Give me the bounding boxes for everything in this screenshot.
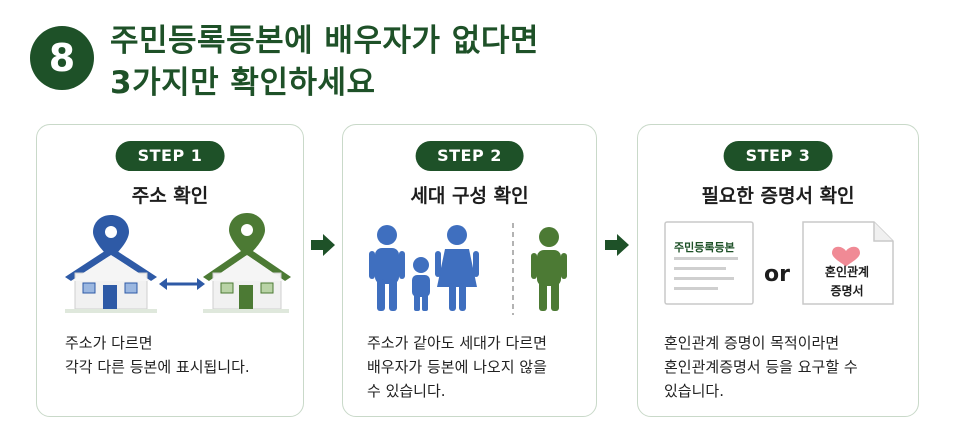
cert-line: 혼인관계 <box>824 265 870 279</box>
step-3-label: STEP 3 <box>723 141 833 171</box>
double-arrow-icon <box>159 278 205 290</box>
person-icon <box>531 227 567 311</box>
address-illustration <box>65 213 291 313</box>
certificate-document-icon <box>802 221 894 305</box>
step-1-heading: 주소 확인 <box>131 185 209 207</box>
location-pin-icon <box>93 215 129 259</box>
next-arrow-icon <box>605 234 629 256</box>
step-1-label: STEP 1 <box>115 141 225 171</box>
or-separator: or <box>764 262 790 287</box>
desc-line: 있습니다. <box>664 382 724 400</box>
step-2-label: STEP 2 <box>415 141 524 171</box>
step-3-card: STEP 3 필요한 증명서 확인 주민등록등본 or 혼인관계 증명서 혼인관… <box>637 124 919 417</box>
desc-line: 주소가 다르면 <box>65 334 153 352</box>
desc-line: 배우자가 등본에 나오지 않을 <box>367 358 547 376</box>
desc-line: 주소가 같아도 세대가 다르면 <box>367 334 547 352</box>
page-title: 주민등록등본에 배우자가 없다면 3가지만 확인하세요 <box>110 20 539 104</box>
step-number-badge: 8 <box>30 26 94 90</box>
step-1-card: STEP 1 주소 확인 <box>36 124 304 417</box>
house-icon <box>203 247 291 313</box>
step-2-heading: 세대 구성 확인 <box>410 185 529 207</box>
desc-line: 혼인관계 증명이 목적이라면 <box>664 334 840 352</box>
desc-line: 각각 다른 등본에 표시됩니다. <box>65 358 250 376</box>
title-line-1: 주민등록등본에 배우자가 없다면 <box>110 23 539 59</box>
step-3-description: 혼인관계 증명이 목적이라면 혼인관계증명서 등을 요구할 수 있습니다. <box>664 331 904 403</box>
step-1-description: 주소가 다르면 각각 다른 등본에 표시됩니다. <box>65 331 289 379</box>
step-2-card: STEP 2 세대 구성 확인 <box>342 124 597 417</box>
location-pin-icon <box>229 213 265 257</box>
document-icon <box>664 221 754 305</box>
title-line-2: 3가지만 확인하세요 <box>110 65 376 101</box>
document-title: 주민등록등본 <box>674 241 735 254</box>
step-3-heading: 필요한 증명서 확인 <box>701 185 855 207</box>
next-arrow-icon <box>311 234 335 256</box>
desc-line: 수 있습니다. <box>367 382 446 400</box>
cert-line: 증명서 <box>830 284 864 298</box>
step-2-description: 주소가 같아도 세대가 다르면 배우자가 등본에 나오지 않을 수 있습니다. <box>367 331 582 403</box>
certificate-label: 혼인관계 증명서 <box>806 263 888 301</box>
house-icon <box>65 247 157 313</box>
household-illustration <box>369 223 567 315</box>
family-icon <box>369 225 479 311</box>
desc-line: 혼인관계증명서 등을 요구할 수 <box>664 358 858 376</box>
heart-icon <box>832 246 860 267</box>
